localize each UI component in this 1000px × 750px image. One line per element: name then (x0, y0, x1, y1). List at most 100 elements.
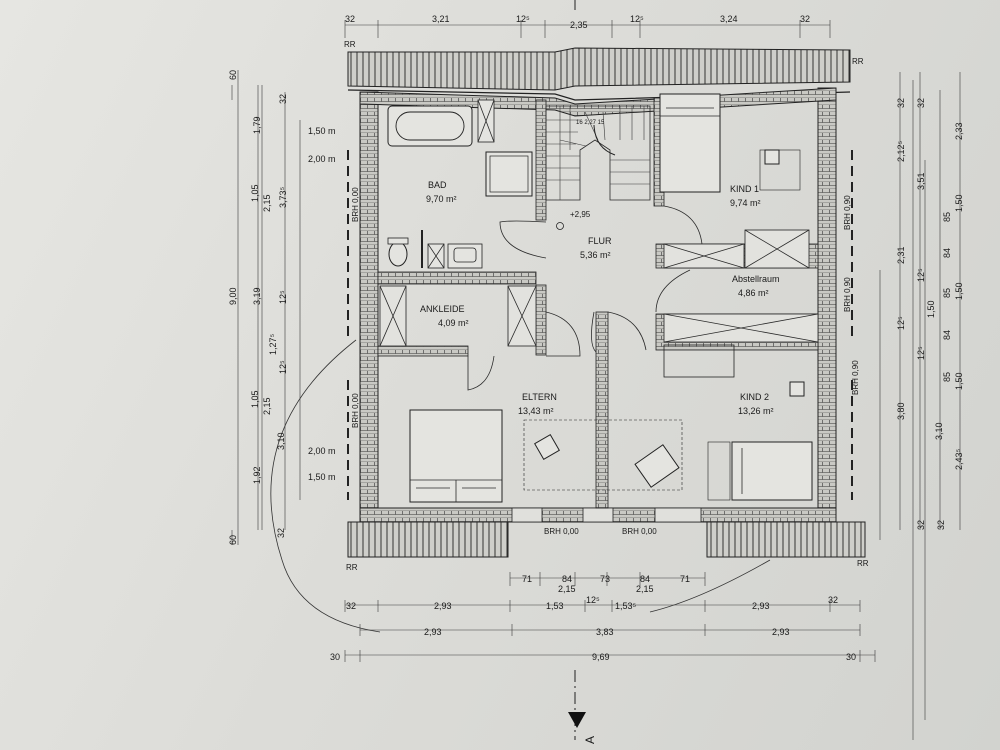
dim-lines-left (231, 70, 301, 545)
right-a-3: 12⁵ (896, 316, 906, 330)
left-in-0: 2,15 (262, 194, 272, 212)
brh-bottom-1: BRH 0,00 (544, 527, 579, 536)
right-d-1: 1,50 (954, 282, 964, 300)
right-d-2: 1,50 (954, 372, 964, 390)
bot-r2-3: 12⁵ (586, 595, 600, 605)
left-mid-0: 32 (278, 94, 288, 104)
roof-overhang-top (347, 47, 851, 91)
door-flur-abst (655, 269, 691, 313)
left-in-4: 12⁵ (278, 360, 288, 374)
roof-overhang-bottom-left (347, 521, 509, 558)
top-dim-1: 3,21 (432, 14, 450, 24)
roof-overhang-bottom-right (706, 521, 866, 558)
section-arrow (568, 712, 586, 728)
dim-lines-top (344, 20, 831, 38)
outer-wall-right (817, 87, 837, 513)
sheet-edge-lines (879, 80, 926, 740)
dim-lines-right (899, 72, 961, 530)
bed-kind1 (659, 93, 721, 193)
right-b-2: 12⁵ (916, 268, 926, 282)
right-b-7: 32 (936, 520, 946, 530)
closet-1-x (663, 243, 745, 269)
bot-r3-1: 3,83 (596, 627, 614, 637)
bed-eltern-lines (410, 479, 502, 502)
height-1: 1,50 m (308, 126, 336, 136)
wall-ankleide-eltern (377, 345, 469, 357)
armchair-eltern (634, 444, 680, 488)
top-dim-2: 12⁵ (516, 14, 530, 24)
right-d-0: 1,50 (954, 194, 964, 212)
room-kind2-name: KIND 2 (740, 392, 769, 402)
bot-r1-4: 71 (680, 574, 690, 584)
rr-tr: RR (852, 57, 864, 66)
bot-r2-0: 32 (346, 601, 356, 611)
bottom-window-3 (654, 507, 702, 523)
right-a-5: 32 (916, 520, 926, 530)
bot-r2-1: 2,93 (434, 601, 452, 611)
left-mid-3: 3,19 (252, 287, 262, 305)
chair-eltern (534, 434, 560, 460)
height-4: 1,50 m (308, 472, 336, 482)
washbasin-cab-x (427, 243, 445, 269)
right-b-1: 3,51 (916, 172, 926, 190)
right-b-4: 12⁵ (916, 346, 926, 360)
bot-r2-4: 1,53⁵ (615, 601, 637, 611)
room-eltern-area: 13,43 m² (518, 406, 554, 416)
right-a-0: 32 (896, 98, 906, 108)
bot-r1-3: 84 (640, 574, 650, 584)
left-in-1: 3,73⁵ (278, 186, 288, 208)
room-eltern-name: ELTERN (522, 392, 557, 402)
left-mid-4: 1,05 (250, 390, 260, 408)
left-outer-2: 60 (228, 535, 238, 545)
bot-r2-5: 2,93 (752, 601, 770, 611)
brh-right-1: BRH 0,90 (843, 195, 852, 230)
right-c-1: 85 (942, 212, 952, 222)
dim-lines-bottom (344, 572, 876, 662)
rr-bl: RR (346, 563, 358, 572)
bed-kind2-lines (731, 442, 743, 500)
bed-kind2 (731, 441, 813, 501)
bottom-window-2 (582, 507, 614, 523)
closet-3-x (663, 313, 819, 343)
left-mid-6: 32 (276, 528, 286, 538)
left-in-6: 1,92 (252, 466, 262, 484)
room-flur-area: 5,36 m² (580, 250, 611, 260)
shower (485, 151, 533, 197)
room-bad-area: 9,70 m² (426, 194, 457, 204)
right-a-4: 3,80 (896, 402, 906, 420)
right-c-0: 2,33 (954, 122, 964, 140)
right-b-3: 1,50 (926, 300, 936, 318)
bot-r3-2: 2,93 (772, 627, 790, 637)
bot-r3-0: 2,93 (424, 627, 442, 637)
left-mid-5: 3,10 (276, 432, 286, 450)
door-flur-kind2 (607, 311, 647, 351)
brh-left-bottom: BRH 0,00 (351, 393, 360, 428)
brh-bottom-2: BRH 0,00 (622, 527, 657, 536)
right-c-3: 85 (942, 288, 952, 298)
stair-handrail (593, 124, 616, 156)
room-kind1-area: 9,74 m² (730, 198, 761, 208)
top-dim-5: 3,24 (720, 14, 738, 24)
bot-r1-0: 71 (522, 574, 532, 584)
stair-outline (545, 105, 651, 201)
right-b-0: 32 (916, 98, 926, 108)
right-b-5: 3,10 (934, 422, 944, 440)
door-flur-bad (499, 220, 547, 259)
room-abst-area: 4,86 m² (738, 288, 769, 298)
door-ankleide-eltern (467, 355, 495, 391)
room-ankleide-name: ANKLEIDE (420, 304, 465, 314)
shower-inner (489, 155, 529, 193)
left-mid-1: 1,79 (252, 116, 262, 134)
wall-ankleide-right (535, 284, 547, 356)
top-dim-3: 2,35 (570, 20, 588, 30)
right-c-4: 84 (942, 330, 952, 340)
room-kind2-area: 13,26 m² (738, 406, 774, 416)
bathtub-inner (395, 111, 465, 141)
desk-kind1 (759, 149, 801, 191)
left-outer-1: 9,00 (228, 287, 238, 305)
bot-r1b-1: 2,15 (636, 584, 654, 594)
bath-shelf-x (477, 99, 495, 143)
door-flur-ankleide (545, 311, 581, 357)
left-in-5: 2,15 (262, 397, 272, 415)
